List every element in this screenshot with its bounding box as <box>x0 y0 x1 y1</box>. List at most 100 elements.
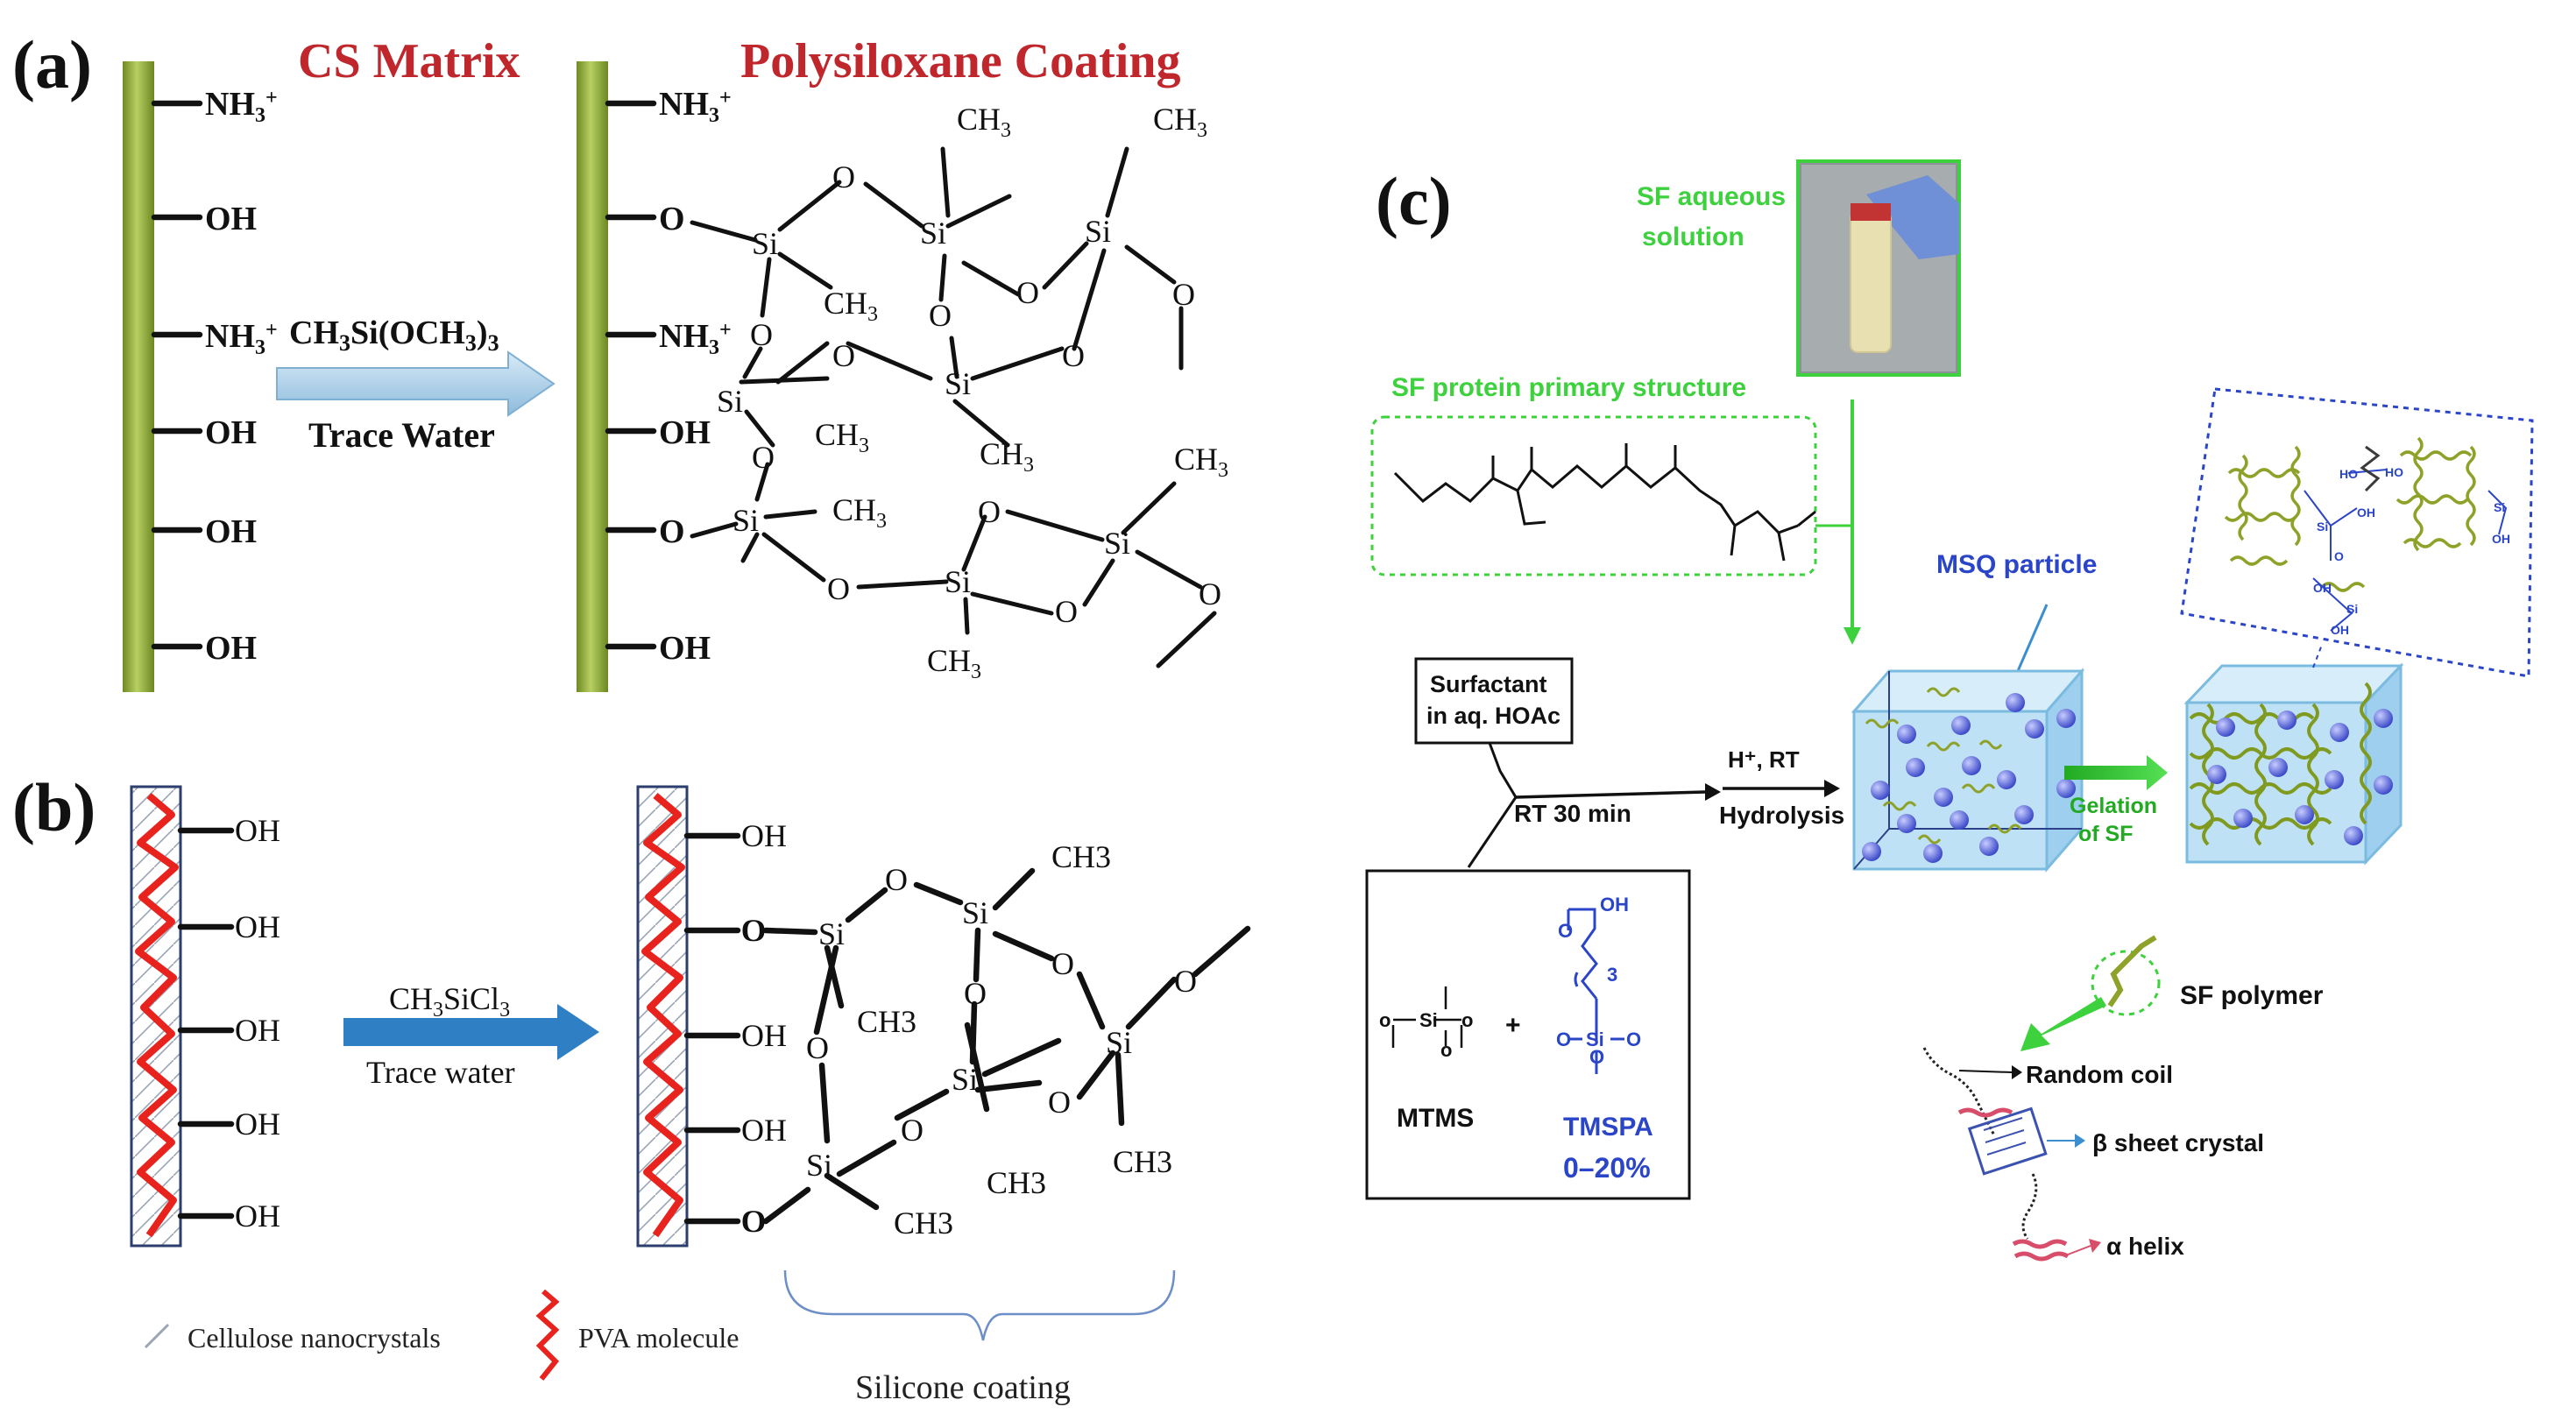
atom-si: Si <box>945 366 971 401</box>
panel-c: (c) SF aqueous solution SF protein prima… <box>1365 159 2534 1262</box>
atom-o: O <box>1199 576 1221 611</box>
msq-sf-chains <box>1865 687 2022 845</box>
right-group-6: OH <box>659 630 711 667</box>
svg-text:CH3: CH3 <box>824 286 878 326</box>
sf-polymer-chain <box>2107 935 2157 1007</box>
atom-o: O <box>752 440 775 475</box>
atom-o: O <box>1048 1085 1071 1120</box>
pva-legend-icon <box>535 1289 560 1381</box>
left-group-2: OH <box>205 201 257 237</box>
atom-o: O <box>827 571 850 606</box>
atom-o: O <box>885 862 908 897</box>
plus-sign: + <box>1505 1011 1521 1040</box>
panel-c-label: (c) <box>1376 163 1452 239</box>
methyl-label: CH <box>824 286 867 321</box>
atom-o: O <box>743 1204 766 1239</box>
cs-left-groups: NH3+ OH NH3+ OH OH OH <box>151 86 278 667</box>
protein-structure-icon <box>1922 1047 2101 1262</box>
atom-o: O <box>832 159 855 194</box>
atom-o: O <box>743 913 766 948</box>
atom-o: O <box>929 298 952 333</box>
atom-o: O <box>832 338 855 373</box>
right-group-2: O <box>659 201 685 237</box>
sf-zoom-arrow <box>2020 997 2106 1051</box>
gelation-arrow <box>2064 755 2168 790</box>
right-group-5: O <box>659 513 685 550</box>
panel-a: (a) CS Matrix Polysiloxane Coating NH3+ … <box>12 26 1228 692</box>
condition-a: Trace Water <box>308 415 495 455</box>
methyl-label: CH <box>980 436 1023 471</box>
surfactant-box <box>1414 657 1574 745</box>
atom-o: O <box>964 976 987 1011</box>
silicone-network: O Si O Si O O Si O O Si O O Si O CH3 CH3… <box>743 839 1251 1241</box>
svg-text:NH3+: NH3+ <box>205 318 278 359</box>
primary-structure-box <box>1370 415 1817 576</box>
condition-b: Trace water <box>366 1055 515 1090</box>
tmspa-label: TMSPA <box>1563 1113 1653 1142</box>
surfactant-line1: Surfactant <box>1430 671 1547 697</box>
cs-matrix-bar <box>123 61 154 692</box>
sf-solution-line1: SF aqueous <box>1637 182 1786 211</box>
hydrolysis-label: Hydrolysis <box>1719 802 1844 829</box>
atom-si: Si <box>818 916 845 951</box>
cs-right-groups: NH3+ O NH3+ OH O OH <box>605 86 732 667</box>
legend-cnc: Cellulose nanocrystals <box>188 1322 441 1354</box>
cnc-left-group-3: OH <box>235 1013 280 1048</box>
pva-chain-left <box>135 792 179 1238</box>
rt-arrowhead <box>1705 783 1721 801</box>
polysiloxane-network: O Si Si Si O O O O O O Si Si O Si O Si S… <box>690 102 1228 683</box>
methyl-label: CH3 <box>857 1004 916 1039</box>
panel-b: (b) OH OH OH OH OH CH3SiCl3 Trace water <box>12 769 1251 1406</box>
sf-primary-structure-label: SF protein primary structure <box>1391 373 1746 402</box>
reagent-b: CH <box>389 981 433 1016</box>
cnc-left-group-4: OH <box>235 1106 280 1142</box>
surfactant-line2: in aq. HOAc <box>1426 703 1560 729</box>
sf-feed-arrowhead <box>1844 627 1861 645</box>
inset-pointer <box>2312 644 2323 668</box>
rt-arrow <box>1515 790 1706 799</box>
svg-text:CH3: CH3 <box>1153 102 1207 142</box>
svg-text:Gelation of SF: Gelation of SF <box>2070 794 2163 846</box>
svg-text:Si: Si <box>1419 1009 1438 1031</box>
polysiloxane-coating-title: Polysiloxane Coating <box>740 34 1180 88</box>
svg-text:CH3: CH3 <box>927 643 981 683</box>
methyl-label: CH <box>832 492 876 527</box>
methyl-label: CH3 <box>894 1205 953 1241</box>
left-group-6: OH <box>205 630 257 667</box>
svg-text:CH3: CH3 <box>957 102 1011 142</box>
hydrolysis-arrowhead <box>1824 780 1840 797</box>
random-coil-label: Random coil <box>2026 1061 2173 1088</box>
cnc-legend-icon <box>144 1323 170 1349</box>
methyl-label: CH <box>927 643 971 678</box>
legend-pva: PVA molecule <box>578 1322 739 1354</box>
cnc-right-group-3: OH <box>741 1018 787 1053</box>
atom-o: O <box>978 494 1001 529</box>
cnc-left-oh: OH OH OH OH OH <box>177 813 280 1234</box>
atom-si: Si <box>1106 1025 1132 1060</box>
cnc-right-group-1: OH <box>741 818 787 853</box>
atom-o: O <box>901 1113 924 1148</box>
svg-text:o: o <box>1379 1009 1391 1031</box>
atom-o: O <box>1172 277 1195 312</box>
svg-text:Surfactant in aq. HOAc: Surfactant in aq. HOAc <box>1426 671 1560 729</box>
sf-solution-photo <box>1796 159 1961 377</box>
atom-si: Si <box>1085 214 1111 249</box>
cs-matrix-title: CS Matrix <box>298 34 520 88</box>
atom-si: Si <box>732 503 759 538</box>
reaction-arrow-b <box>343 1004 599 1060</box>
beta-sheet-label: β sheet crystal <box>2092 1129 2264 1156</box>
cnc-left-group-1: OH <box>235 813 280 848</box>
atom-o: O <box>1051 946 1074 981</box>
tmspa-range: 0–20% <box>1563 1152 1651 1184</box>
gel-network <box>2189 682 2372 846</box>
pva-chain-right <box>641 792 685 1238</box>
methyl-label: CH3 <box>1113 1144 1172 1179</box>
rt-label: RT 30 min <box>1514 800 1631 827</box>
mixing-lines <box>1488 742 1518 798</box>
svg-text:o: o <box>1461 1009 1473 1031</box>
panel-a-label: (a) <box>12 26 92 103</box>
atom-o: O <box>1174 964 1197 999</box>
svg-text:o: o <box>1440 1039 1452 1061</box>
